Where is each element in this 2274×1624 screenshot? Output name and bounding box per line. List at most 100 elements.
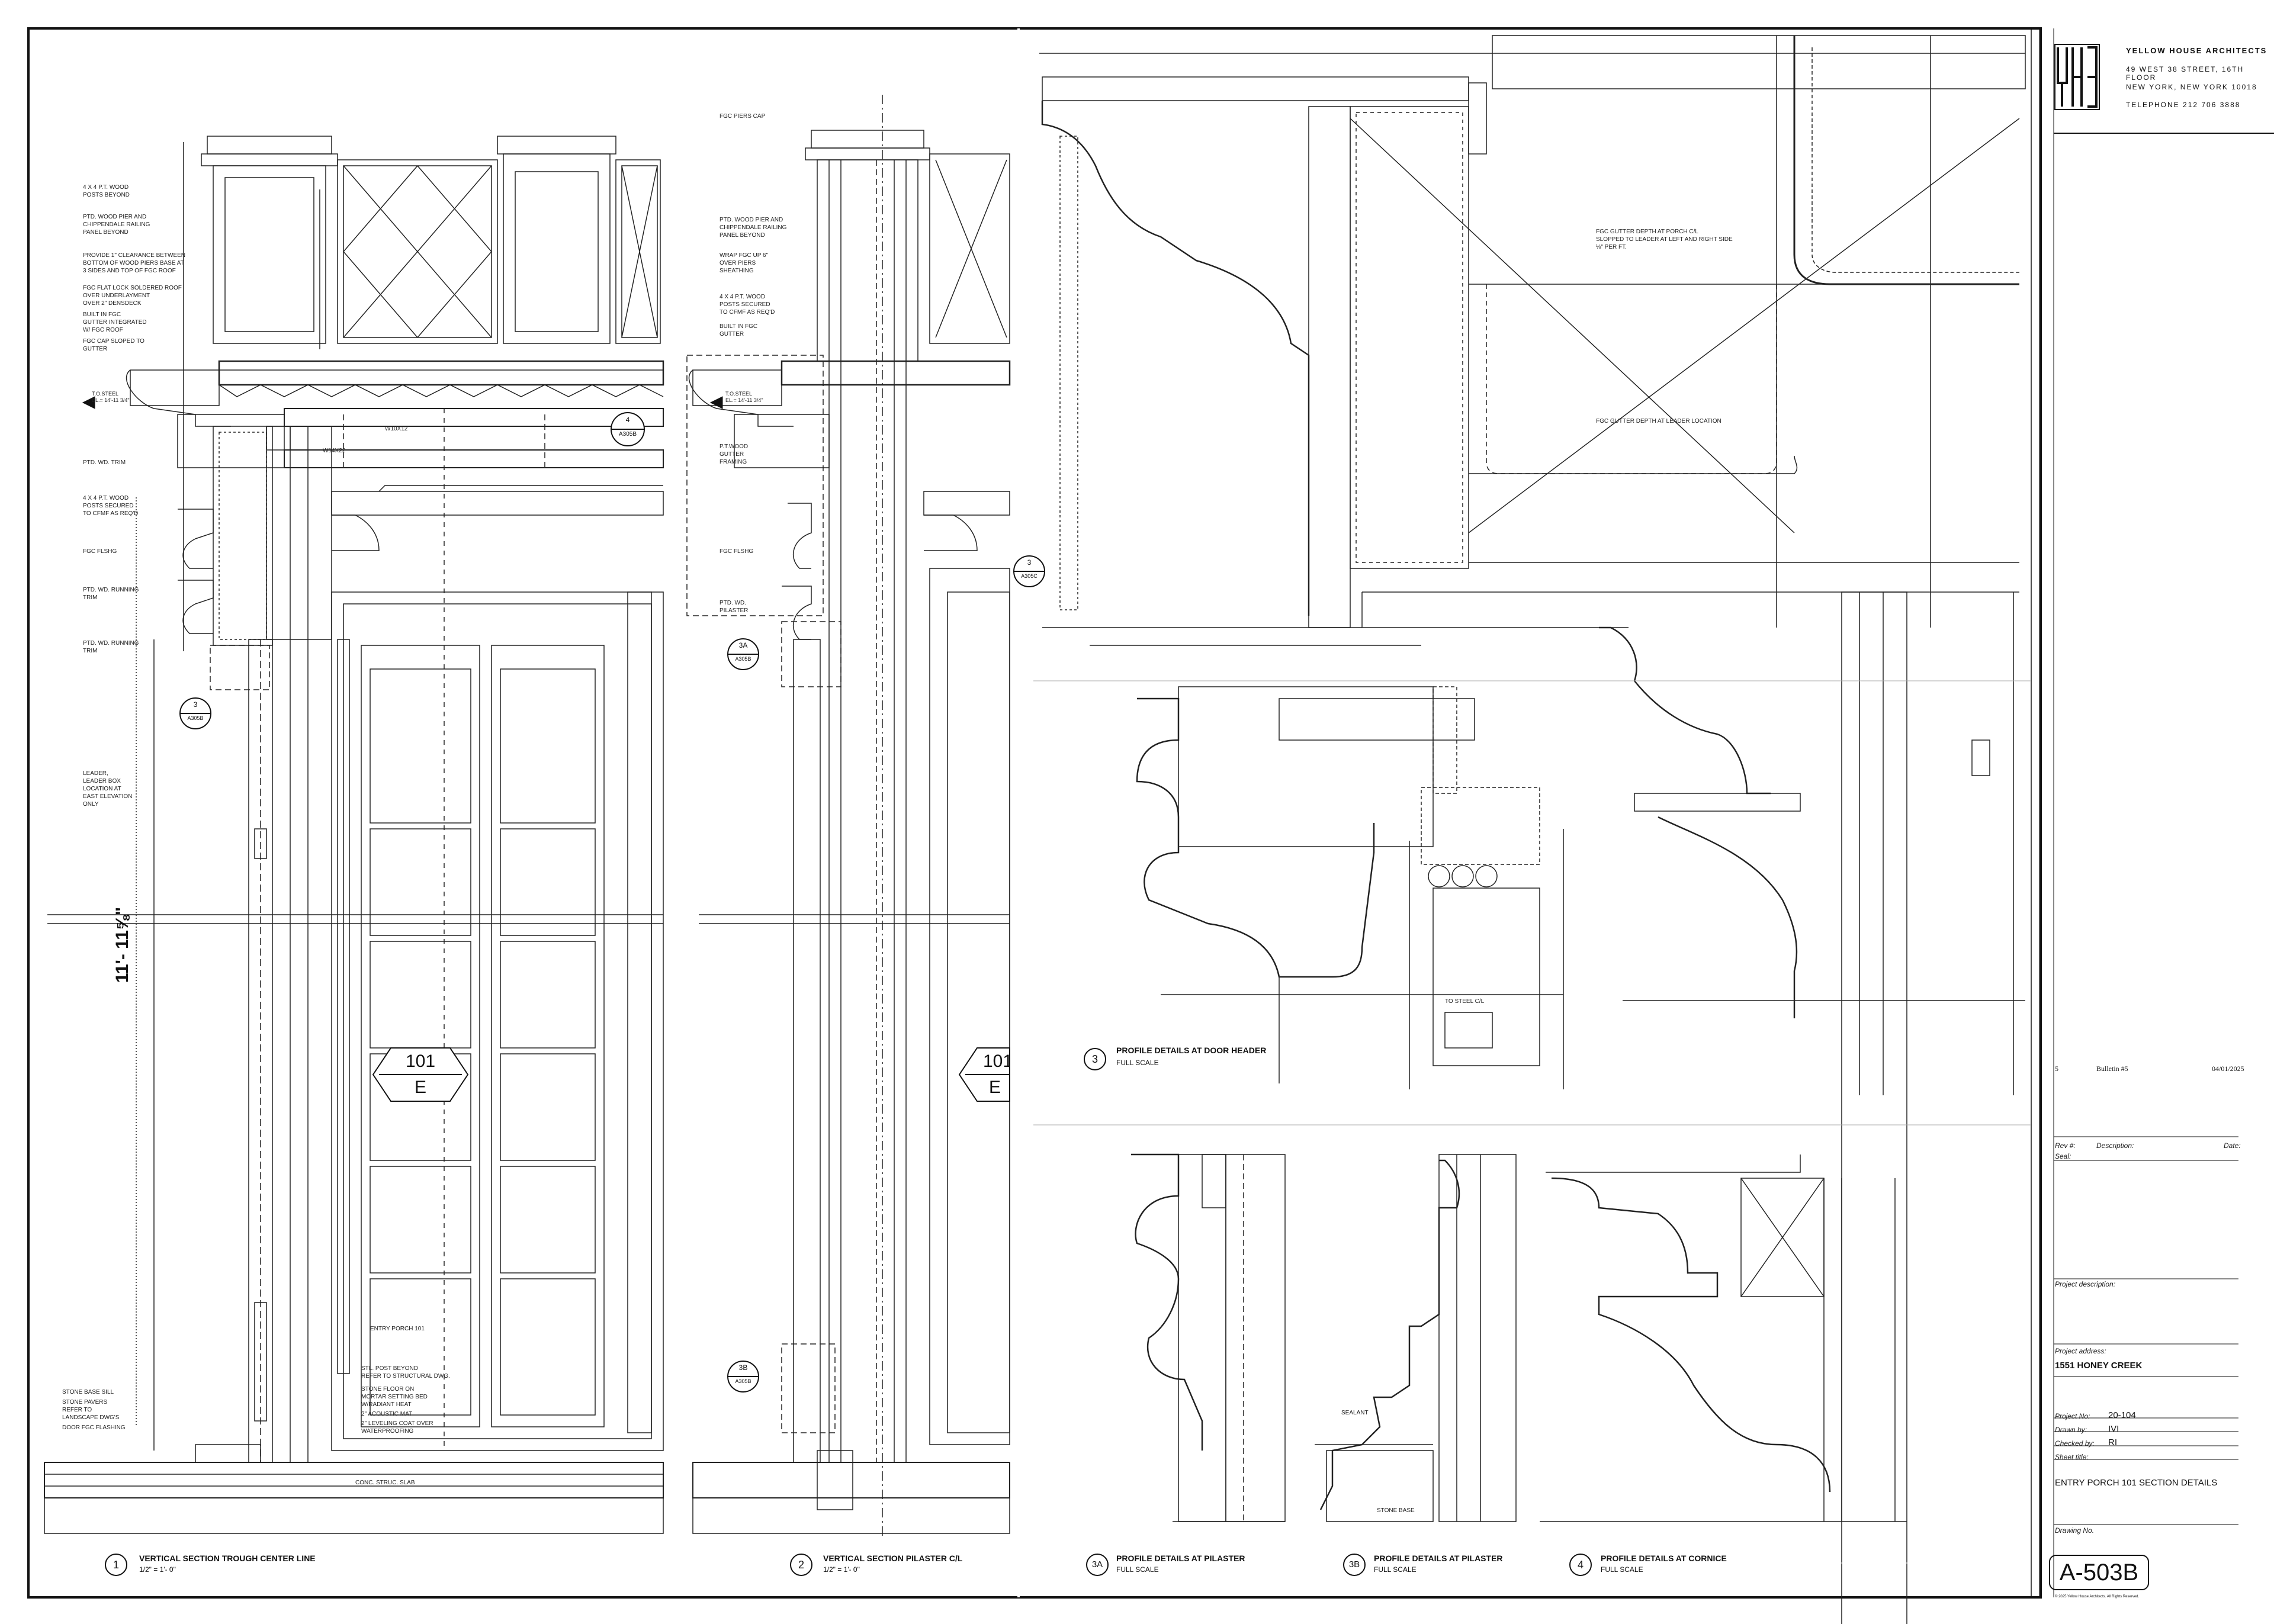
drawing-title-text-3: PROFILE DETAILS AT DOOR HEADER [1116, 1046, 1267, 1055]
revision-description: Bulletin #5 [2096, 1065, 2128, 1073]
project-description-label: Project description: [2055, 1280, 2116, 1288]
gutter-note-1: FGC GUTTER DEPTH AT PORCH C/L SLOPPED TO… [1596, 229, 1733, 250]
drawing-number-1: 1 [105, 1554, 127, 1576]
note-left-2: PTD. WOOD PIER AND CHIPPENDALE RAILING P… [83, 214, 150, 236]
note-left-13: STONE BASE SILL [62, 1389, 114, 1395]
callout-3a-num[interactable]: 3A [738, 641, 748, 649]
callout-3-sheet[interactable]: A305B [187, 715, 204, 721]
steel-label-2: T.O.STEEL EL.= 14'-11 3/4" [725, 391, 763, 403]
drawing-title-text-1: VERTICAL SECTION TROUGH CENTER LINE [139, 1554, 316, 1563]
note-left-10: PTD. WD. RUNNING TRIM [83, 587, 139, 601]
drawn-by-label: Drawn by: [2055, 1426, 2087, 1434]
copyright: © 2025 Yellow House Architects. All Righ… [2055, 1595, 2140, 1599]
note-mid-1: FGC PIERS CAP [720, 113, 766, 120]
project-address-label: Project address: [2055, 1347, 2106, 1355]
note-left-6: FGC CAP SLOPED TO GUTTER [83, 338, 144, 352]
detail-3-door-header [1136, 686, 1564, 1089]
beam-label-2: W14X22 [323, 448, 346, 454]
note-mid-6: P.T.WOOD GUTTER FRAMING [720, 443, 749, 465]
drawing-number-3: 3 [1084, 1048, 1106, 1070]
callout-3-alt-sheet[interactable]: A305C [1021, 573, 1038, 579]
note-left-15: DOOR FGC FLASHING [62, 1424, 126, 1431]
detail-4-lower [1540, 1155, 1907, 1522]
drawing-scale-1: 1/2" = 1'- 0" [139, 1565, 176, 1574]
note-left-5: BUILT IN FGC GUTTER INTEGRATED W/ FGC RO… [83, 311, 147, 333]
beam-label-1: W10X12 [385, 426, 408, 432]
drawing-scale-3b: FULL SCALE [1374, 1565, 1417, 1574]
revision-date: 04/01/2025 [2212, 1065, 2244, 1073]
steel-label-1: T.O.STEEL EL.= 14'-11 3/4" [92, 391, 130, 403]
callout-3-num[interactable]: 3 [193, 700, 198, 709]
note-left-14: STONE PAVERS REFER TO LANDSCAPE DWG'S [62, 1399, 120, 1421]
note-left-4: FGC FLAT LOCK SOLDERED ROOF OVER UNDERLA… [83, 285, 182, 307]
drawing-title-text-4: PROFILE DETAILS AT CORNICE [1601, 1554, 1727, 1563]
main-height-dimension: 11'- 11⅝" [113, 906, 132, 983]
drawing-number: A-503B [2049, 1555, 2149, 1590]
sheet-title-label: Sheet title: [2055, 1453, 2089, 1461]
note-lower-1: STL. POST BEYOND REFER TO STRUCTURAL DWG… [361, 1365, 450, 1379]
firm-phone: TELEPHONE 212 706 3888 [2126, 101, 2241, 109]
note-lower-3: 2" ACOUSTIC MAT [361, 1411, 413, 1417]
callout-3a-sheet[interactable]: A305B [735, 656, 751, 662]
callout-4-sheet[interactable]: A305B [618, 431, 637, 438]
door-tag-number: 101 [405, 1051, 436, 1071]
drawing-title-text-3a: PROFILE DETAILS AT PILASTER [1116, 1554, 1245, 1563]
note-lower-4: 2" LEVELING COAT OVER WATERPROOFING [361, 1420, 433, 1435]
detail-4-cornice [1599, 591, 2025, 1624]
date-label: Date: [2224, 1141, 2241, 1150]
profile-note-stone-base: STONE BASE [1377, 1507, 1415, 1514]
callout-3b-sheet[interactable]: A305B [735, 1378, 751, 1384]
note-mid-8: PTD. WD. PILASTER [720, 600, 749, 614]
gutter-note-2: FGC GUTTER DEPTH AT LEADER LOCATION [1596, 418, 1721, 425]
note-left-12: LEADER, LEADER BOX LOCATION AT EAST ELEV… [83, 770, 133, 808]
callout-4-num[interactable]: 4 [625, 416, 630, 424]
note-left-1: 4 X 4 P.T. WOOD POSTS BEYOND [83, 184, 130, 198]
note-mid-2: PTD. WOOD PIER AND CHIPPENDALE RAILING P… [720, 217, 787, 239]
drawing-number-4: 4 [1569, 1554, 1592, 1576]
drawing-number-3b: 3B [1343, 1554, 1366, 1576]
profile-note-steel: TO STEEL C/L [1445, 998, 1485, 1005]
project-address: 1551 HONEY CREEK [2055, 1361, 2143, 1371]
sheet-border [27, 27, 2042, 1599]
note-mid-5: BUILT IN FGC GUTTER [720, 323, 758, 337]
note-lower-5: CONC. STRUC. SLAB [355, 1480, 415, 1486]
project-no-label: Project No: [2055, 1412, 2090, 1420]
firm-name: YELLOW HOUSE ARCHITECTS [2126, 46, 2267, 55]
note-lower-2: STONE FLOOR ON MORTAR SETTING BED W/RADI… [361, 1386, 428, 1408]
note-mid-3: WRAP FGC UP 6" OVER PIERS SHEATHING [720, 252, 769, 274]
drawn-by: IVI [2108, 1424, 2119, 1434]
detail-3b [1315, 1154, 1517, 1522]
drawing-title-text-3b: PROFILE DETAILS AT PILASTER [1374, 1554, 1503, 1563]
detail-1-section [44, 136, 664, 1534]
note-mid-4: 4 X 4 P.T. WOOD POSTS SECURED TO CFMF AS… [720, 294, 775, 316]
drawing-scale-2: 1/2" = 1'- 0" [823, 1565, 860, 1574]
note-left-8: 4 X 4 P.T. WOOD POSTS SECURED TO CFMF AS… [83, 495, 139, 517]
drawing-number-2: 2 [790, 1554, 812, 1576]
yha-logo-icon [2054, 44, 2100, 110]
note-left-7: PTD. WD. TRIM [83, 459, 126, 466]
project-no: 20-104 [2108, 1410, 2136, 1420]
door-tag-number-2: 101 [983, 1051, 1010, 1071]
note-left-9: FGC FLSHG [83, 548, 117, 555]
revision-number: 5 [2055, 1065, 2058, 1073]
callout-3-alt-num[interactable]: 3 [1027, 558, 1032, 567]
drawing-scale-3a: FULL SCALE [1116, 1565, 1159, 1574]
callout-3b-num[interactable]: 3B [738, 1363, 748, 1372]
seal-label: Seal: [2055, 1152, 2071, 1160]
sheet-title: ENTRY PORCH 101 SECTION DETAILS [2055, 1478, 2218, 1488]
detail-cornice-top [1039, 35, 2026, 646]
description-label: Description: [2096, 1141, 2134, 1150]
note-left-3: PROVIDE 1" CLEARANCE BETWEEN BOTTOM OF W… [83, 252, 186, 274]
drawing-scale-4: FULL SCALE [1601, 1565, 1643, 1574]
firm-address-line2: NEW YORK, NEW YORK 10018 [2126, 83, 2257, 91]
profile-note-sealant: SEALANT [1341, 1410, 1369, 1416]
door-tag-letter-2: E [989, 1078, 1001, 1097]
checked-by: RI [2108, 1438, 2117, 1448]
door-tag-letter: E [414, 1078, 426, 1097]
firm-address-line1: 49 WEST 38 STREET, 16TH FLOOR [2126, 65, 2244, 82]
room-label: ENTRY PORCH 101 [370, 1326, 425, 1332]
drawing-number-3a: 3A [1086, 1554, 1109, 1576]
detail-3a [1131, 1153, 1286, 1522]
